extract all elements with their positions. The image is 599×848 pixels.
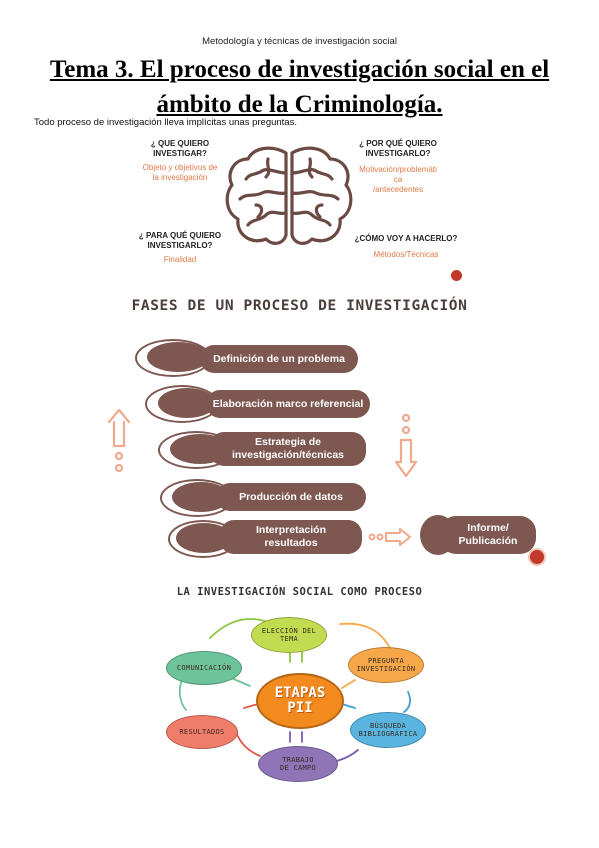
center-stage: ETAPAS PII bbox=[256, 673, 344, 729]
stage-bibliography: BÚSQUEDA BIBLIOGRÁFICA bbox=[350, 712, 426, 748]
stage-question: PREGUNTA INVESTIGACIÓN bbox=[348, 647, 424, 683]
final-report: Informe/ Publicación bbox=[440, 516, 536, 554]
page-title: Tema 3. El proceso de investigación soci… bbox=[49, 56, 550, 118]
question-why: ¿ POR QUÉ QUIERO INVESTIGARLO? Motivació… bbox=[359, 139, 437, 194]
right-arrow-icon bbox=[368, 528, 411, 546]
step-data-production: Producción de datos bbox=[216, 483, 366, 511]
down-arrow-icon bbox=[394, 413, 418, 478]
red-dot-marker bbox=[528, 548, 546, 566]
fases-title: FASES DE UN PROCESO DE INVESTIGACIÓN bbox=[131, 298, 468, 314]
brain-icon bbox=[225, 146, 353, 245]
intro-text: Todo proceso de investigación lleva impl… bbox=[34, 117, 297, 128]
step-define-problem: Definición de un problema bbox=[200, 345, 358, 373]
stage-communication: COMUNICACIÓN bbox=[166, 651, 242, 685]
question-how: ¿CÓMO VOY A HACERLO? Métodos/Técnicas bbox=[354, 234, 458, 259]
stage-fieldwork: TRABAJO DE CAMPO bbox=[258, 746, 338, 782]
question-what: ¿ QUE QUIERO INVESTIGAR? Objeto y objeti… bbox=[142, 139, 218, 182]
red-dot-marker bbox=[451, 270, 462, 281]
running-header: Metodología y técnicas de investigación … bbox=[202, 36, 397, 47]
step-framework: Elaboración marco referencial bbox=[206, 390, 370, 418]
step-strategy: Estrategia de investigación/técnicas bbox=[210, 432, 366, 466]
process-title: LA INVESTIGACIÓN SOCIAL COMO PROCESO bbox=[176, 586, 423, 598]
question-purpose: ¿ PARA QUÉ QUIERO INVESTIGARLO? Finalida… bbox=[138, 231, 222, 264]
step-interpretation: Interpretación resultados bbox=[220, 520, 362, 554]
stage-results: RESULTADOS bbox=[166, 715, 238, 749]
up-arrow-icon bbox=[107, 408, 131, 473]
stage-topic: ELECCIÓN DEL TEMA bbox=[251, 617, 327, 653]
